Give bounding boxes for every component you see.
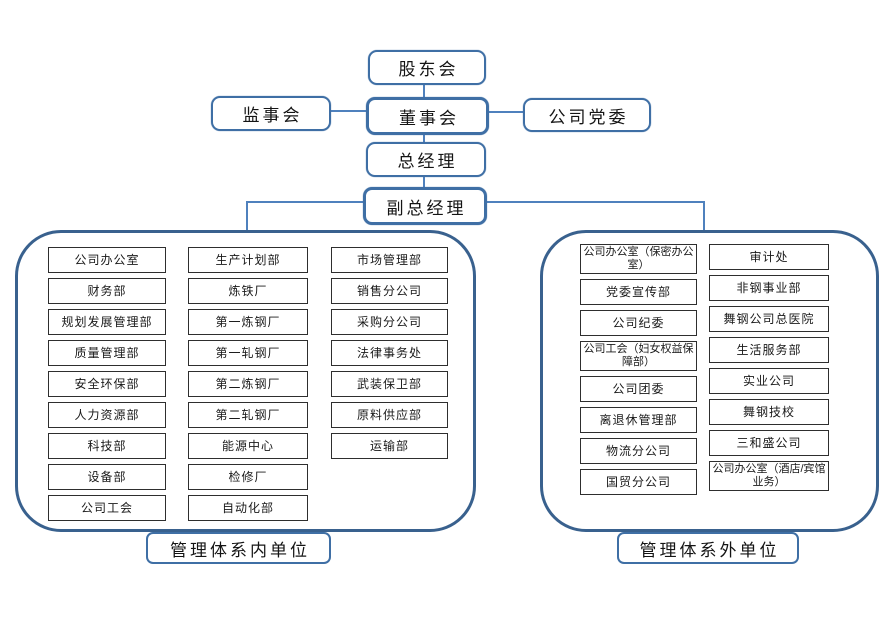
dept-box: 非钢事业部 [709,275,829,301]
dept-box: 检修厂 [188,464,308,490]
dept-box: 审计处 [709,244,829,270]
node-general-manager: 总经理 [366,142,486,177]
dept-box: 质量管理部 [48,340,166,366]
dept-box: 第二轧钢厂 [188,402,308,428]
group-inside-management-system: 公司办公室 财务部 规划发展管理部 质量管理部 安全环保部 人力资源部 科技部 … [15,230,476,532]
dept-box: 公司办公室 [48,247,166,273]
connector-line [482,111,524,113]
connector-line [703,201,705,231]
group-outside-management-system: 公司办公室（保密办公室） 党委宣传部 公司纪委 公司工会（妇女权益保障部） 公司… [540,230,879,532]
dept-box: 国贸分公司 [580,469,697,495]
dept-box: 第一轧钢厂 [188,340,308,366]
dept-box: 能源中心 [188,433,308,459]
dept-box: 第二炼钢厂 [188,371,308,397]
dept-box: 公司办公室（保密办公室） [580,244,697,274]
dept-box: 炼铁厂 [188,278,308,304]
dept-box: 物流分公司 [580,438,697,464]
dept-box: 运输部 [331,433,448,459]
dept-box: 财务部 [48,278,166,304]
dept-box: 规划发展管理部 [48,309,166,335]
dept-box: 人力资源部 [48,402,166,428]
dept-box: 市场管理部 [331,247,448,273]
node-party-committee: 公司党委 [523,98,651,132]
dept-box: 生活服务部 [709,337,829,363]
dept-box: 离退休管理部 [580,407,697,433]
connector-line [423,128,425,143]
dept-box: 采购分公司 [331,309,448,335]
dept-box: 三和盛公司 [709,430,829,456]
dept-box: 实业公司 [709,368,829,394]
node-supervisory-board: 监事会 [211,96,331,131]
dept-box: 销售分公司 [331,278,448,304]
dept-box: 自动化部 [188,495,308,521]
dept-box: 法律事务处 [331,340,448,366]
dept-box: 党委宣传部 [580,279,697,305]
connector-line [423,172,425,188]
dept-box: 科技部 [48,433,166,459]
connector-line [246,201,248,231]
caption-inside-management-system: 管理体系内单位 [146,532,331,564]
dept-box: 舞钢技校 [709,399,829,425]
node-deputy-general-manager: 副总经理 [363,187,487,225]
dept-box: 原料供应部 [331,402,448,428]
dept-box: 公司工会（妇女权益保障部） [580,341,697,371]
node-shareholders: 股东会 [368,50,486,85]
dept-box: 公司团委 [580,376,697,402]
dept-box: 公司纪委 [580,310,697,336]
caption-outside-management-system: 管理体系外单位 [617,532,799,564]
dept-box: 设备部 [48,464,166,490]
connector-line [326,110,367,112]
node-board-of-directors: 董事会 [366,97,489,135]
right-column-1: 公司办公室（保密办公室） 党委宣传部 公司纪委 公司工会（妇女权益保障部） 公司… [580,244,697,495]
left-column-3: 市场管理部 销售分公司 采购分公司 法律事务处 武装保卫部 原料供应部 运输部 [331,247,448,459]
dept-box: 第一炼钢厂 [188,309,308,335]
left-column-2: 生产计划部 炼铁厂 第一炼钢厂 第一轧钢厂 第二炼钢厂 第二轧钢厂 能源中心 检… [188,247,308,521]
dept-box: 安全环保部 [48,371,166,397]
right-column-2: 审计处 非钢事业部 舞钢公司总医院 生活服务部 实业公司 舞钢技校 三和盛公司 … [709,244,829,491]
connector-line [423,80,425,98]
dept-box: 舞钢公司总医院 [709,306,829,332]
dept-box: 公司办公室（酒店/宾馆业务） [709,461,829,491]
dept-box: 公司工会 [48,495,166,521]
dept-box: 武装保卫部 [331,371,448,397]
left-column-1: 公司办公室 财务部 规划发展管理部 质量管理部 安全环保部 人力资源部 科技部 … [48,247,166,521]
dept-box: 生产计划部 [188,247,308,273]
